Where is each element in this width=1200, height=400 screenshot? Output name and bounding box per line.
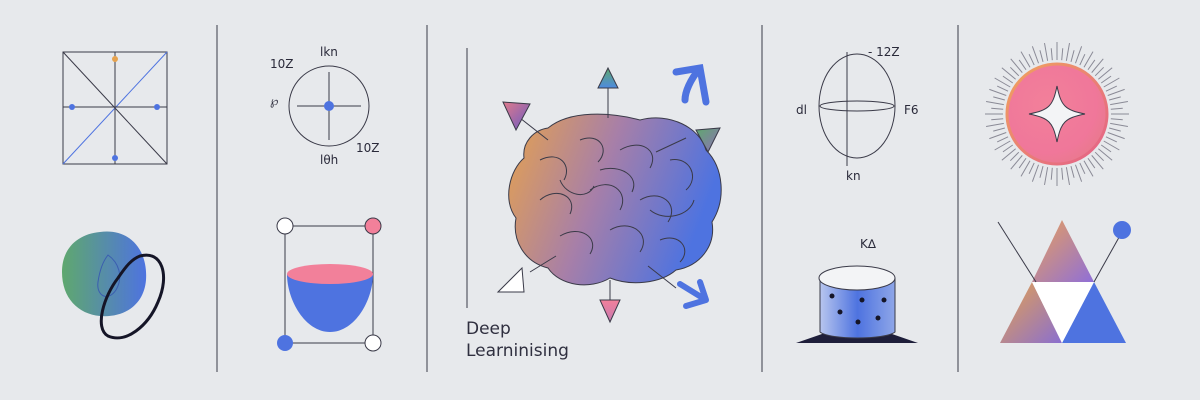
arrow-right-icon: [695, 127, 721, 154]
sun-ray: [1031, 164, 1040, 182]
sun-ray: [1091, 58, 1104, 73]
arrow-down-left-icon: [496, 266, 525, 293]
sun-ray: [1091, 155, 1104, 170]
ellipse-label-bottom: kn: [846, 169, 861, 183]
circle-label-left-top: 10Z: [270, 57, 294, 71]
sun-ray: [986, 122, 1004, 127]
sun-ray: [1050, 48, 1053, 61]
blob-loop-icon: [62, 231, 166, 340]
sun-ray: [1110, 107, 1123, 110]
sun-ray: [1039, 50, 1044, 62]
sun-ray: [1105, 136, 1118, 143]
sun-ray: [989, 131, 1007, 140]
triangle-grid-icon: [997, 220, 1131, 343]
sun-ray: [1028, 53, 1035, 66]
arrow-up-left-icon: [502, 101, 531, 132]
sun-ray: [1044, 43, 1049, 61]
cylinder-label: K∆: [860, 237, 877, 251]
brain-icon: [508, 113, 722, 286]
sun-ray: [1107, 131, 1125, 140]
sun-ray: [1100, 144, 1112, 153]
sun-ray: [1079, 162, 1086, 175]
arrows-group: [496, 63, 721, 324]
sun-ray: [996, 85, 1009, 92]
sun-ray: [1065, 43, 1070, 61]
sun-ray: [1065, 167, 1070, 185]
arrow-down-right-icon: [677, 279, 709, 309]
sun-ray: [1087, 59, 1096, 71]
sun-ray: [1001, 67, 1016, 80]
sun-ray: [996, 136, 1009, 143]
sun-ray: [1010, 155, 1023, 170]
sun-ray: [1100, 75, 1112, 84]
sun-ray: [1020, 51, 1031, 68]
sun-ray: [1105, 85, 1118, 92]
circle-label-top: lkn: [320, 45, 338, 59]
caption-line-1: Deep: [466, 319, 511, 339]
sun-ray: [1018, 59, 1027, 71]
arrow-up-right-icon: [672, 63, 710, 106]
circle-label-bottom: lθh: [320, 153, 338, 167]
sun-ray: [1009, 151, 1020, 162]
sun-ray: [1094, 151, 1105, 162]
ellipse-label-left: dl: [796, 103, 807, 117]
sun-ray: [1031, 46, 1040, 64]
sun-ray: [1110, 118, 1123, 121]
circle-label-right-bottom: 10Z: [356, 141, 380, 155]
cylinder-icon: K∆: [796, 237, 918, 343]
ellipse-diagram: - 12Z dl F6 kn: [796, 45, 919, 183]
sun-ray: [1087, 157, 1096, 169]
sun-ray: [1002, 75, 1014, 84]
arrow-down-icon: [599, 299, 621, 324]
sun-ray: [1039, 166, 1044, 178]
sun-ray: [1061, 48, 1064, 61]
sun-ray: [1094, 66, 1105, 77]
arrow-up-icon: [597, 66, 619, 89]
sun-ray: [1107, 88, 1125, 97]
sun-ray: [994, 77, 1011, 88]
sun-ray: [991, 118, 1004, 121]
sun-ray: [1109, 96, 1121, 101]
sun-ray: [1044, 167, 1049, 185]
panel-dividers: [216, 25, 959, 372]
sun-ray: [1083, 160, 1094, 177]
sun-ray: [991, 107, 1004, 110]
square-diagonals-icon: [62, 51, 168, 165]
sun-ray: [1050, 167, 1053, 180]
sun-ray: [1028, 162, 1035, 175]
sun-ray: [1018, 157, 1027, 169]
sun-ray: [1103, 140, 1120, 151]
sun-ray: [1098, 67, 1113, 80]
sun-ray: [1061, 167, 1064, 180]
sun-ray: [993, 96, 1005, 101]
sun-ray: [1001, 148, 1016, 161]
sun-ray: [1098, 148, 1113, 161]
sun-ray: [994, 140, 1011, 151]
sun-ray: [1002, 144, 1014, 153]
bowl-paraboloid-icon: [276, 217, 382, 352]
circle-label-left: ℘: [270, 94, 279, 108]
caption-line-2: Learninising: [466, 341, 569, 361]
sun-ray: [1070, 166, 1075, 178]
sun-ray: [1020, 160, 1031, 177]
sun-ray: [1110, 101, 1128, 106]
sparkle-sun-icon: [985, 42, 1129, 186]
sun-ray: [989, 88, 1007, 97]
sun-ray: [1083, 51, 1094, 68]
sun-ray: [1074, 46, 1083, 64]
sun-ray: [986, 101, 1004, 106]
ellipse-label-top: - 12Z: [868, 45, 900, 59]
sun-ray: [993, 127, 1005, 132]
circle-axes-diagram: lkn 10Z ℘ 10Z lθh: [270, 45, 380, 167]
sun-ray: [1070, 50, 1075, 62]
sun-ray: [1074, 164, 1083, 182]
sun-ray: [1109, 127, 1121, 132]
sun-ray: [1010, 58, 1023, 73]
sun-ray: [1079, 53, 1086, 66]
sun-ray: [1009, 66, 1020, 77]
sun-ray: [1110, 122, 1128, 127]
sun-ray: [1103, 77, 1120, 88]
ellipse-label-right: F6: [904, 103, 919, 117]
